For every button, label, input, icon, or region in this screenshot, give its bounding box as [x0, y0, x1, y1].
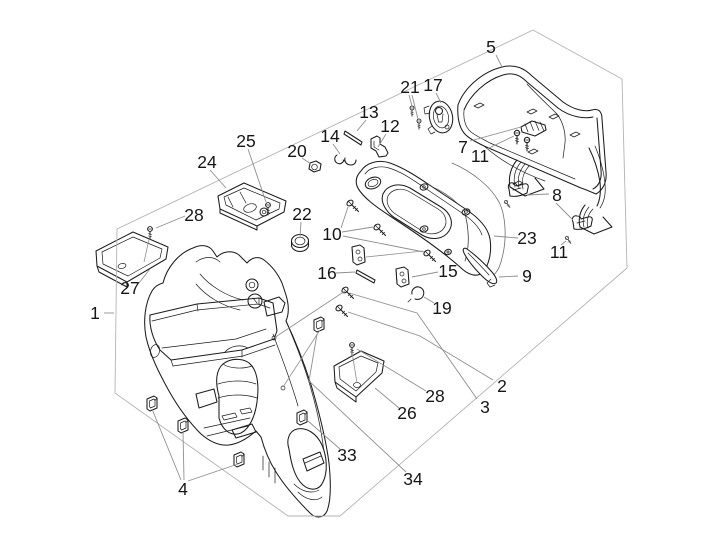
callout-label-c17: 17	[423, 75, 442, 95]
leader-line-13	[356, 119, 367, 132]
callout-label-c14: 14	[320, 126, 340, 146]
leader-line-21	[411, 94, 419, 120]
leader-line-9	[498, 275, 519, 278]
leader-line-11	[560, 240, 567, 246]
callout-label-c9: 9	[522, 266, 532, 286]
leader-line-14	[332, 143, 341, 155]
callout-label-c4: 4	[178, 479, 188, 499]
part-drawing-top-frame-panel	[457, 65, 613, 235]
callout-label-c25: 25	[236, 131, 255, 151]
leader-line-16	[335, 271, 356, 274]
construction-line	[273, 290, 346, 339]
part-drawing-lock	[423, 100, 454, 135]
callout-label-c8: 8	[552, 185, 562, 205]
leader-line-28	[155, 215, 186, 229]
leader-line-10	[340, 206, 349, 229]
leader-line-15	[411, 271, 439, 278]
part-drawing-clip-14	[334, 154, 357, 166]
part-drawing-box-27	[95, 231, 169, 288]
construction-line	[143, 234, 151, 263]
screw-boss-icon	[419, 183, 471, 256]
callout-label-c33: 33	[337, 445, 356, 465]
callout-label-c20: 20	[287, 141, 307, 161]
callout-label-c11b: 11	[550, 242, 568, 262]
callout-label-c3: 3	[480, 397, 490, 417]
leader-line-19	[423, 296, 435, 304]
callout-label-c24: 24	[197, 152, 217, 172]
leader-line-12	[377, 133, 387, 148]
leader-line-23	[493, 235, 519, 239]
part-drawing-bracket-12	[370, 135, 389, 158]
part-drawing-hinge-15	[351, 244, 410, 288]
leader-line-20	[301, 157, 312, 165]
leader-line-3	[348, 292, 478, 400]
leader-line-25	[247, 148, 267, 203]
callout-label-c12: 12	[380, 116, 399, 136]
leader-line-10	[341, 226, 374, 233]
construction-line	[365, 250, 424, 258]
leader-line-4	[187, 463, 239, 482]
part-drawing-cap-22	[290, 233, 310, 252]
part-drawing-box-26	[333, 350, 385, 403]
leader-line-34	[308, 333, 407, 473]
part-drawing-brackets-8	[503, 182, 593, 245]
leader-line-33	[307, 420, 341, 450]
leader-line-28	[356, 348, 427, 392]
callout-label-c34: 34	[403, 469, 423, 489]
leader-line-27	[138, 268, 151, 284]
leader-line-11	[486, 135, 515, 150]
part-drawing-rod-13	[343, 130, 363, 146]
leader-line-8	[526, 193, 550, 196]
callout-label-c13: 13	[359, 102, 378, 122]
callout-label-c23: 23	[517, 228, 536, 248]
leader-line-8	[555, 202, 574, 221]
leader-lines	[104, 54, 574, 482]
part-drawing-pin-16	[355, 269, 376, 284]
callout-label-c22: 22	[292, 204, 311, 224]
part-drawing-main-body	[144, 245, 331, 518]
part-drawing-nut-20	[308, 160, 322, 173]
callout-label-c28b: 28	[425, 386, 444, 406]
leader-line-26	[374, 387, 400, 409]
leader-line-4	[182, 431, 185, 481]
leader-line-7	[469, 126, 522, 142]
leader-line-21	[408, 94, 413, 107]
callout-label-c19: 19	[432, 298, 451, 318]
leader-line-10	[342, 235, 425, 253]
callout-label-c21: 21	[400, 77, 419, 97]
callout-label-c26: 26	[397, 403, 416, 423]
construction-boundary	[114, 29, 628, 517]
callout-label-c15: 15	[438, 261, 457, 281]
leader-line-4	[151, 408, 182, 481]
leader-line-24	[209, 169, 227, 189]
part-drawing-ring-19	[407, 286, 425, 303]
construction-line	[351, 351, 358, 384]
callout-label-c5: 5	[486, 37, 496, 57]
leader-line-2	[347, 311, 494, 381]
construction-line	[282, 329, 321, 388]
leader-line-22	[299, 221, 302, 238]
callout-label-c7: 7	[458, 137, 468, 157]
leader-line-17	[435, 92, 442, 104]
callout-labels: 1234578910111112131415161719202122232425…	[90, 37, 568, 499]
callout-label-c11a: 11	[471, 146, 489, 166]
screw-icon	[513, 129, 521, 145]
screw-icon	[523, 136, 531, 152]
callout-label-c1: 1	[90, 303, 100, 323]
part-drawing-tray-24	[217, 182, 287, 231]
callout-label-c28a: 28	[184, 205, 203, 225]
callout-label-c2: 2	[497, 376, 507, 396]
part-drawing-strip-9	[462, 247, 498, 288]
part-drawing-inner-panel	[355, 160, 506, 279]
callout-label-c16: 16	[317, 263, 336, 283]
leader-line-5	[495, 54, 503, 68]
callout-label-c27: 27	[120, 278, 139, 298]
callout-label-c10: 10	[322, 224, 342, 244]
screw-icon	[503, 199, 512, 209]
boundary-line	[114, 29, 628, 517]
